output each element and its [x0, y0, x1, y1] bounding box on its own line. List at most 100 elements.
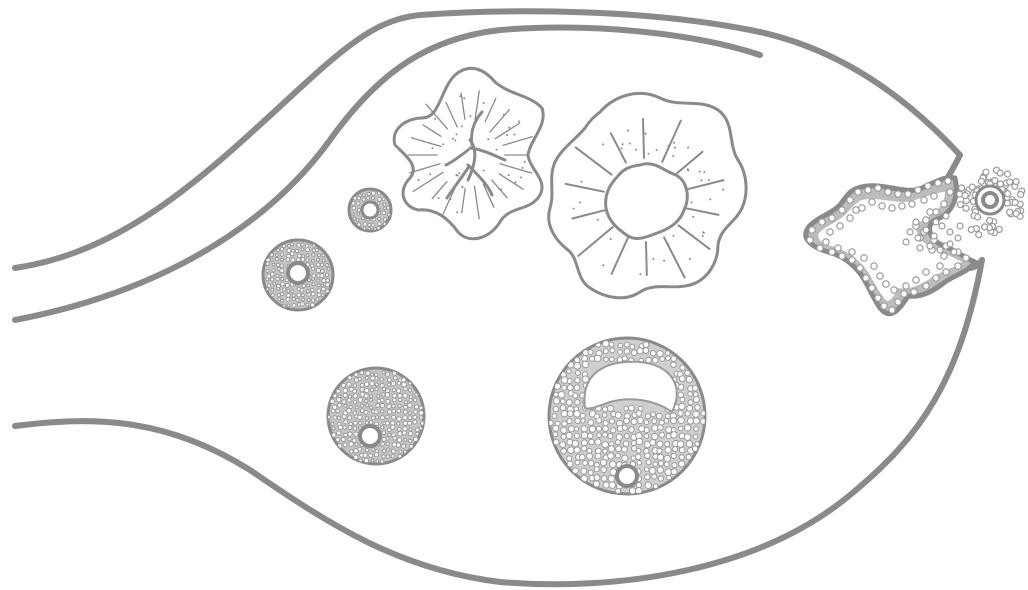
luteum-dot — [672, 155, 674, 157]
granulosa-cell — [397, 422, 400, 425]
granulosa-cell — [386, 455, 389, 458]
granulosa-cell — [311, 299, 314, 302]
granulosa-cell — [923, 283, 929, 289]
granulosa-cell — [374, 453, 378, 457]
primordial-follicle — [349, 189, 391, 231]
granulosa-cell — [603, 426, 609, 432]
granulosa-cell — [353, 217, 356, 220]
granulosa-cell — [561, 448, 567, 454]
granulosa-cell — [684, 434, 691, 441]
cumulus-cell — [987, 218, 993, 224]
granulosa-cell — [594, 467, 599, 472]
granulosa-cell — [869, 199, 875, 205]
granulosa-cell — [354, 455, 358, 459]
albicans-dot — [515, 181, 517, 183]
granulosa-cell — [636, 454, 642, 460]
granulosa-cell — [387, 448, 390, 451]
granulosa-cell — [575, 418, 580, 423]
albicans-dot — [508, 127, 510, 129]
luteum-dot — [656, 149, 658, 151]
granulosa-cell — [297, 243, 301, 247]
granulosa-cell — [404, 401, 407, 404]
albicans-dot — [500, 189, 502, 191]
granulosa-cell — [383, 449, 386, 452]
granulosa-cell — [276, 277, 280, 281]
granulosa-cell — [371, 416, 375, 420]
granulosa-cell — [646, 460, 651, 465]
granulosa-cell — [358, 415, 362, 419]
granulosa-cell — [408, 403, 412, 407]
granulosa-cell — [575, 378, 580, 383]
granulosa-cell — [652, 433, 658, 439]
granulosa-cell — [312, 278, 315, 281]
granulosa-cell — [275, 254, 278, 257]
granulosa-cell — [317, 269, 321, 273]
granulosa-cell — [402, 378, 406, 382]
granulosa-cell — [348, 438, 351, 441]
luteum-dot — [673, 142, 675, 144]
granulosa-cell — [333, 416, 337, 420]
granulosa-cell — [574, 447, 580, 453]
granulosa-cell — [397, 409, 401, 413]
granulosa-cell — [297, 254, 301, 258]
granulosa-cell — [875, 295, 881, 301]
granulosa-cell — [363, 227, 366, 230]
granulosa-cell — [365, 376, 368, 379]
granulosa-cell — [589, 426, 595, 432]
released-cell — [943, 213, 949, 219]
luteum-dot — [579, 201, 581, 203]
granulosa-cell — [353, 384, 356, 387]
granulosa-cell — [629, 427, 635, 433]
granulosa-cell — [665, 442, 670, 447]
granulosa-cell — [348, 426, 352, 430]
corpus-luteum — [549, 93, 746, 297]
granulosa-cell — [357, 213, 360, 216]
granulosa-cell — [281, 277, 284, 280]
granulosa-cell — [376, 416, 379, 419]
granulosa-cell — [317, 293, 321, 297]
granulosa-cell — [342, 415, 346, 419]
granulosa-cell — [588, 470, 593, 475]
granulosa-cell — [665, 351, 670, 356]
granulosa-cell — [603, 407, 608, 412]
granulosa-cell — [636, 411, 642, 417]
oocyte-nucleus — [617, 466, 637, 486]
granulosa-cell — [644, 428, 649, 433]
granulosa-cell — [646, 414, 651, 419]
granulosa-cell — [353, 427, 357, 431]
granulosa-cell — [343, 443, 347, 447]
granulosa-cell — [287, 304, 290, 307]
granulosa-cell — [686, 441, 692, 447]
granulosa-cell — [572, 440, 578, 446]
granulosa-cell — [358, 377, 361, 380]
released-cell — [931, 233, 937, 239]
granulosa-cell — [391, 455, 394, 458]
granulosa-cell — [863, 275, 869, 281]
granulosa-cell — [624, 342, 629, 347]
granulosa-cell — [656, 413, 662, 419]
granulosa-cell — [419, 427, 422, 430]
granulosa-cell — [935, 180, 941, 186]
released-cell — [957, 223, 963, 229]
granulosa-cell — [895, 191, 901, 197]
granulosa-cell — [680, 397, 685, 402]
granulosa-cell — [321, 294, 324, 297]
granulosa-cell — [601, 476, 607, 482]
granulosa-cell — [413, 420, 417, 424]
released-cell — [903, 239, 909, 245]
granulosa-cell — [403, 410, 407, 414]
granulosa-cell — [296, 299, 299, 302]
granulosa-cell — [316, 263, 320, 267]
granulosa-cell — [560, 442, 566, 448]
granulosa-cell — [408, 416, 412, 420]
granulosa-cell — [375, 383, 378, 386]
granulosa-cell — [415, 393, 418, 396]
granulosa-cell — [877, 273, 883, 279]
cumulus-cell — [1013, 179, 1019, 185]
albicans-dot — [418, 179, 420, 181]
granulosa-cell — [679, 447, 685, 453]
granulosa-cell — [297, 258, 301, 262]
granulosa-cell — [666, 414, 671, 419]
